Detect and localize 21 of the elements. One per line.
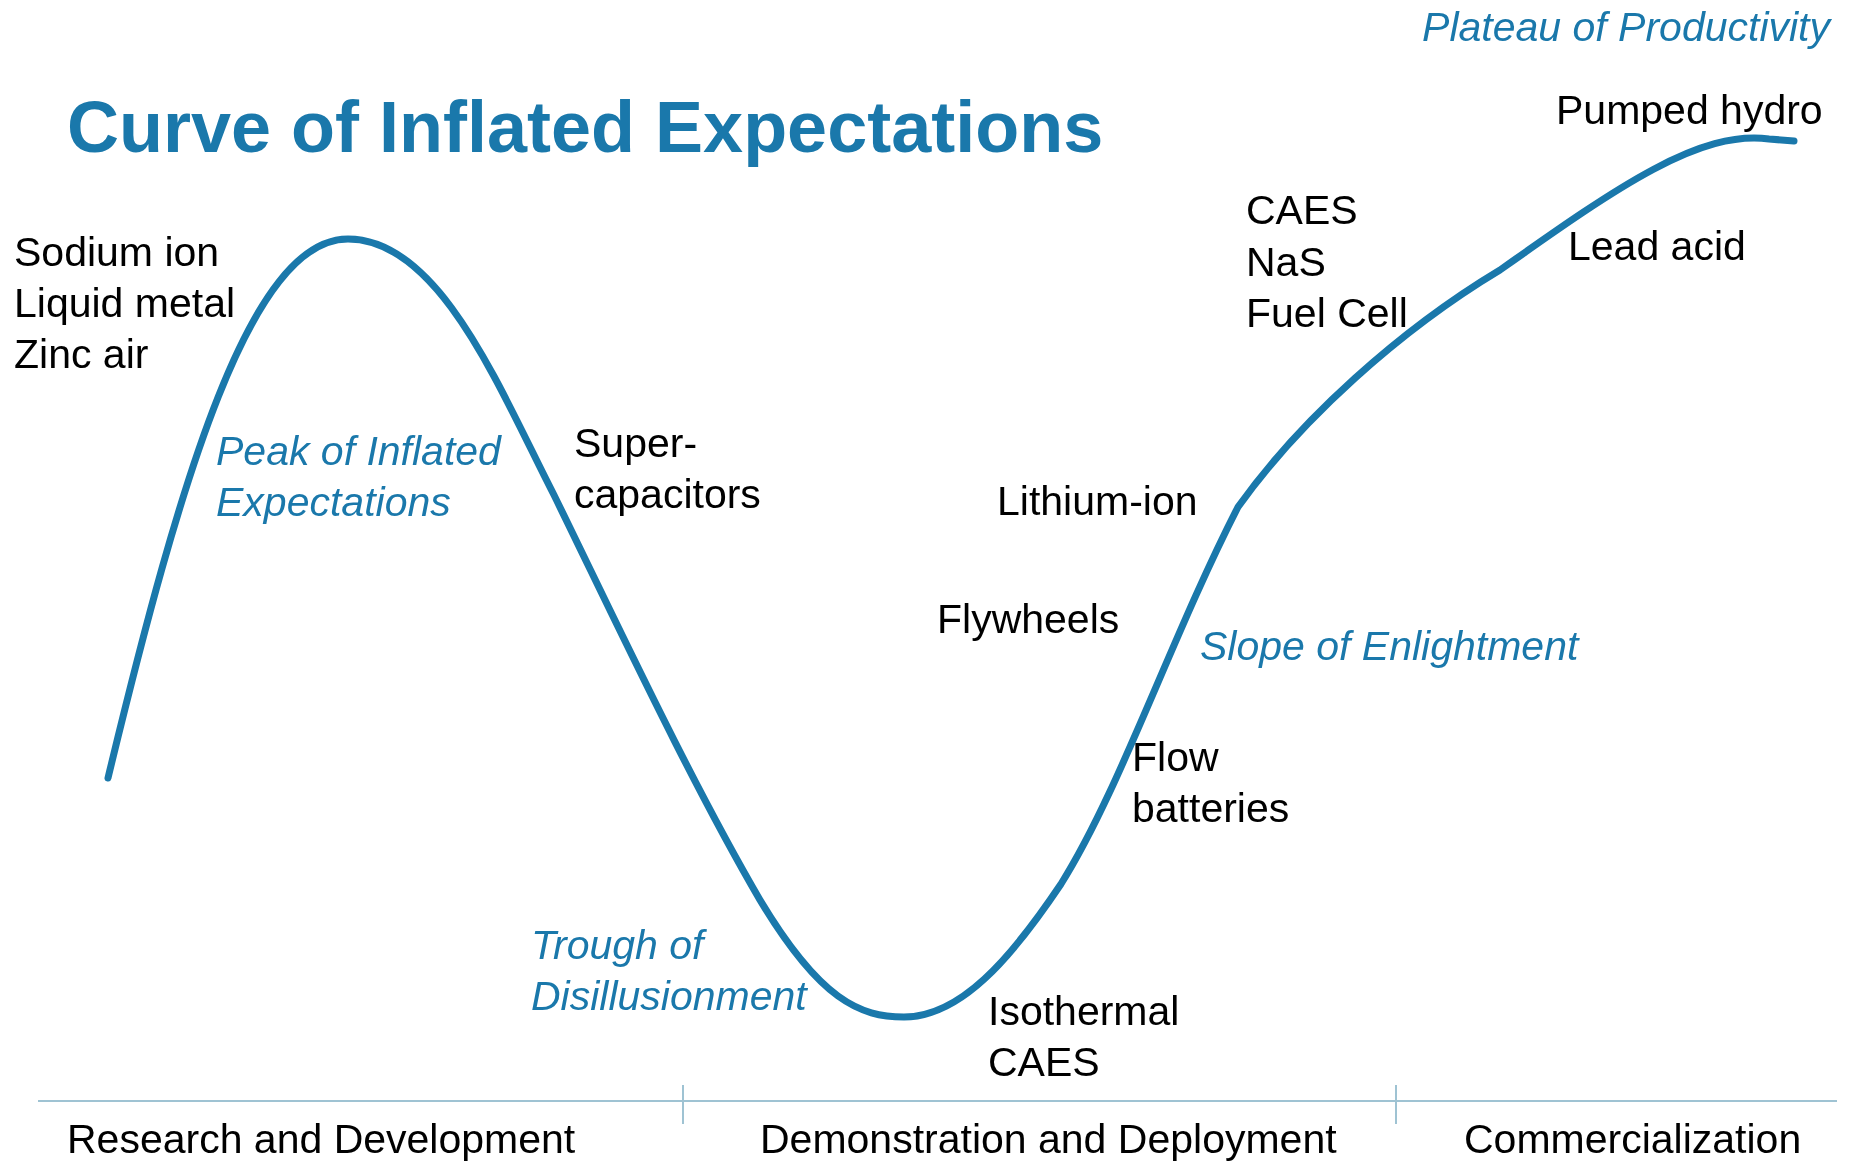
technology-label: NaS	[1246, 238, 1326, 287]
technology-label: Flywheels	[937, 595, 1120, 644]
phase-label: Peak of Inflated Expectations	[216, 427, 503, 527]
technology-label: Sodium ion	[14, 228, 220, 277]
technology-label: Super- capacitors	[574, 419, 762, 519]
title: Curve of Inflated Expectations	[67, 88, 1104, 166]
technology-label: CAES	[1246, 186, 1358, 235]
phase-label: Slope of Enlightment	[1200, 622, 1579, 671]
technology-label: Pumped hydro	[1556, 86, 1823, 135]
phase-label: Trough of Disillusionment	[531, 921, 809, 1021]
technology-label: Isothermal CAES	[988, 987, 1181, 1087]
stage-label: Research and Development	[67, 1115, 576, 1164]
stage-label: Demonstration and Deployment	[760, 1115, 1337, 1164]
technology-label: Lead acid	[1568, 222, 1746, 271]
technology-label: Flow batteries	[1132, 733, 1291, 833]
technology-label: Lithium-ion	[997, 477, 1198, 526]
technology-label: Zinc air	[14, 330, 149, 379]
technology-label: Liquid metal	[14, 279, 236, 328]
stage-label: Commercialization	[1464, 1115, 1802, 1164]
technology-label: Fuel Cell	[1246, 289, 1408, 338]
phase-label: Plateau of Productivity	[1422, 3, 1830, 52]
